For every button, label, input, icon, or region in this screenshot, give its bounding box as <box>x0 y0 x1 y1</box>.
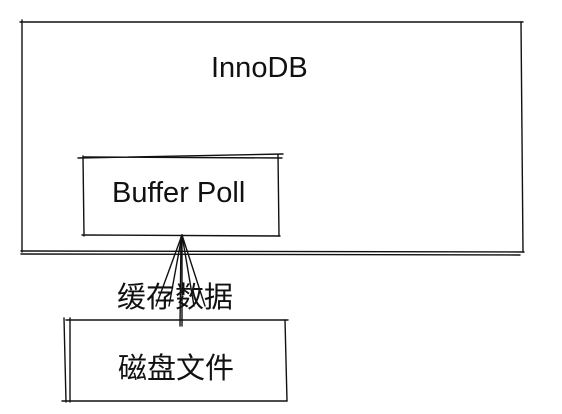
buffer-pool-box <box>77 153 284 237</box>
innodb-box <box>19 19 525 256</box>
data-flow-arrow <box>155 234 206 327</box>
buffer-pool-label: Buffer Poll <box>112 177 246 209</box>
disk-file-label: 磁盘文件 <box>118 351 235 385</box>
cache-data-label: 缓存数据 <box>117 280 234 314</box>
innodb-label: InnoDB <box>211 52 308 84</box>
disk-file-box <box>61 317 289 403</box>
